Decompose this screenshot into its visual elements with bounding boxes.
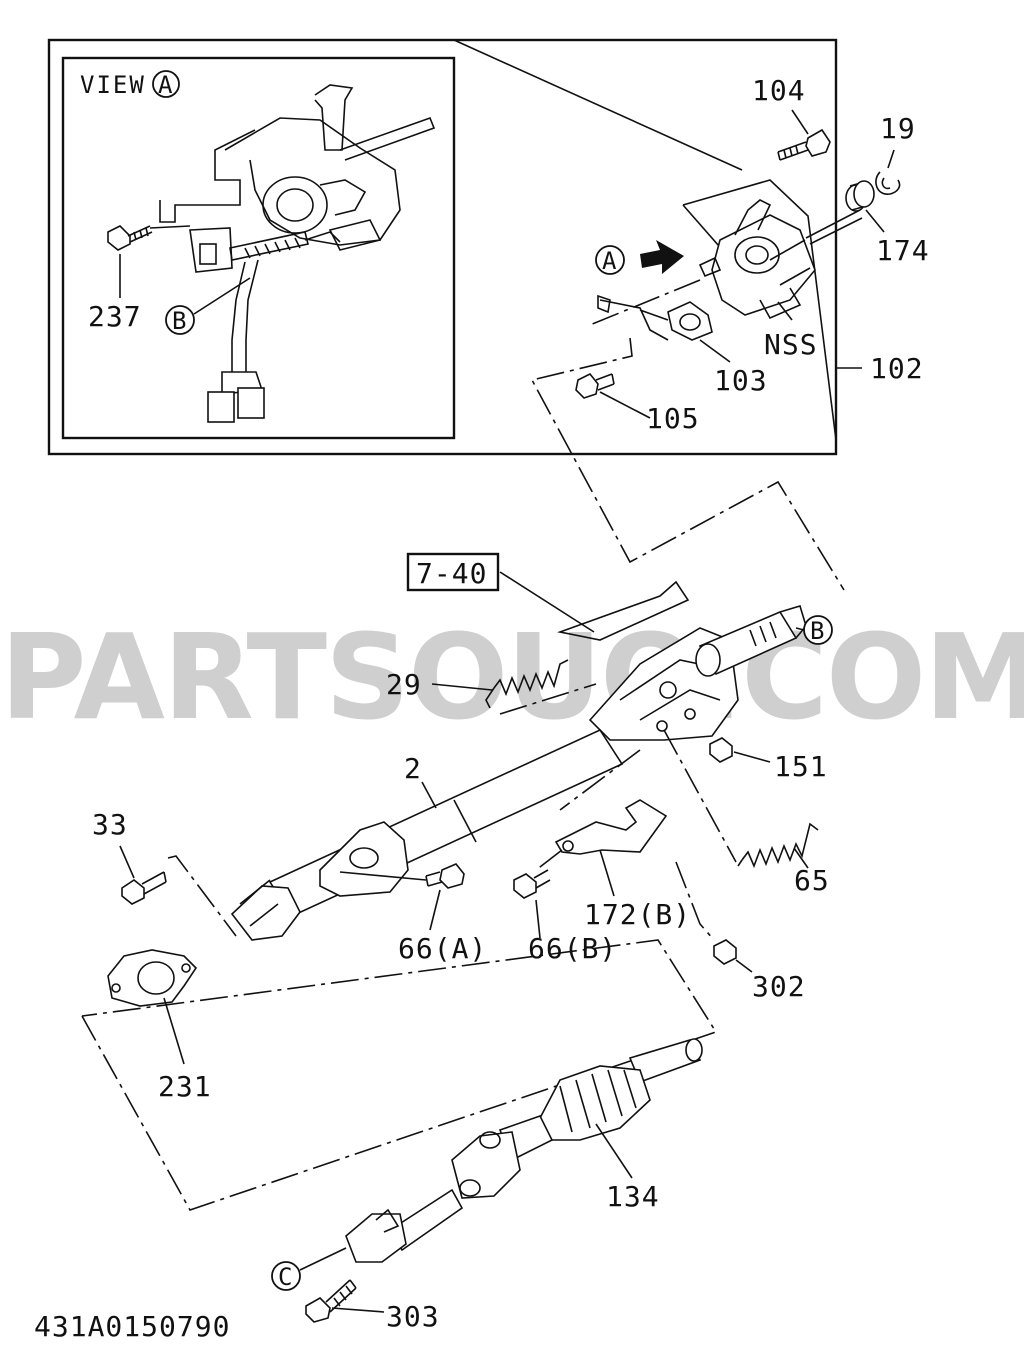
view-arrow-icon [640,240,684,274]
view-marker-circle [152,70,180,98]
callout-29: 29 [386,668,422,701]
callout-66a: 66(A) [398,932,487,965]
leader-line [453,39,743,171]
bolt-33 [121,871,167,905]
callout-2: 2 [404,752,422,785]
intermediate-shaft-134 [345,1038,703,1263]
ring-174 [845,180,875,212]
column-tube [230,728,624,941]
marker-b-circle [165,305,195,335]
nut-151 [709,737,733,763]
bracket-172b [554,799,668,855]
ref-7-40-box [406,552,500,592]
callout-103: 103 [714,364,768,397]
ignition-assembly-detail [159,84,436,423]
spring-65 [737,822,819,869]
callout-172b: 172(B) [584,898,691,931]
bracket-upper [557,580,690,641]
view-title: VIEW [80,71,146,99]
marker-a-circle [595,245,625,275]
callout-104: 104 [752,74,806,107]
callout-b: B [810,617,826,645]
callout-33: 33 [92,808,128,841]
callout-303: 303 [386,1300,440,1333]
callout-a: A [602,247,618,275]
callout-c: C [278,1263,294,1291]
bolt-66b [513,869,551,899]
callout-7-40: 7-40 [416,557,487,590]
view-a-inset: VIEW A [47,38,838,456]
leader-7-40 [499,571,595,633]
callout-231: 231 [158,1070,212,1103]
spring-29 [485,659,569,709]
bolt-237 [107,225,191,251]
nut-302 [713,939,737,965]
callout-237: 237 [88,300,142,333]
lock-housing-group [597,179,863,454]
callout-b-inset: B [172,307,188,335]
callout-302: 302 [752,970,806,1003]
callout-nss: NSS [764,328,818,361]
bolt-66a [339,863,465,889]
plate-231 [107,949,198,1007]
view-marker: A [158,71,174,99]
dash-lower [81,939,718,1211]
callout-134: 134 [606,1180,660,1213]
bolt-105 [575,372,615,399]
callout-151: 151 [774,750,828,783]
callout-66b: 66(B) [528,932,617,965]
callout-102: 102 [870,352,924,385]
clip-19 [875,171,901,195]
dash-upper [530,337,845,591]
view-frame [61,56,456,440]
callout-65: 65 [794,864,830,897]
callout-19: 19 [880,112,916,145]
drawing-number: 431A0150790 [34,1310,230,1343]
callout-105: 105 [646,402,700,435]
bolt-303 [305,1279,357,1323]
upper-shaft-end [695,605,807,677]
bolt-104 [777,128,831,161]
callout-174: 174 [876,234,930,267]
